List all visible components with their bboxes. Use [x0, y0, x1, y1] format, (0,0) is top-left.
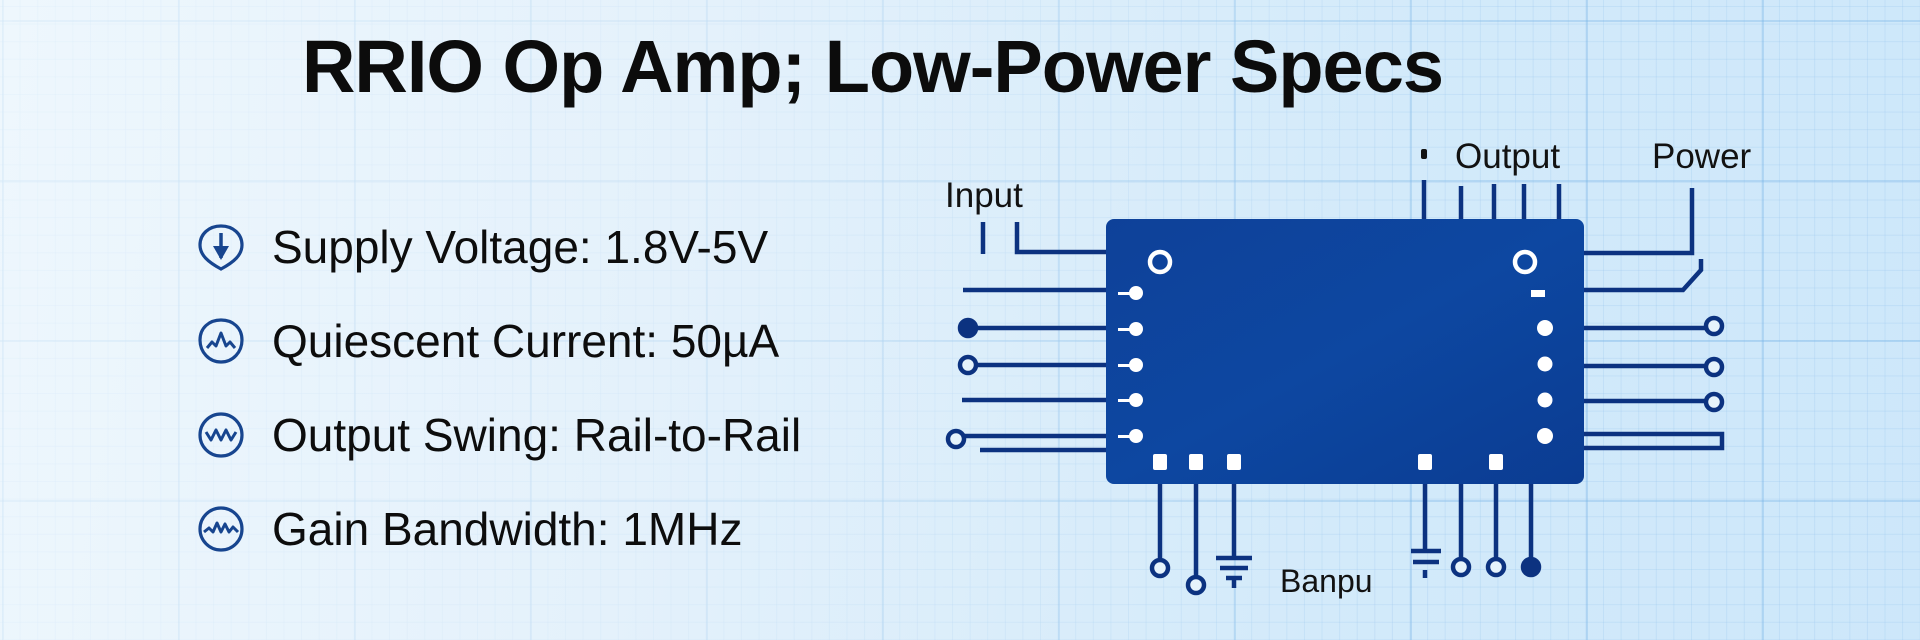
- waveform-circle-icon: [198, 318, 244, 364]
- spec-item-output-swing: Output Swing: Rail-to-Rail: [196, 388, 801, 482]
- page-title: RRIO Op Amp; Low-Power Specs: [301, 25, 1444, 108]
- ground-symbol: [1216, 555, 1252, 588]
- power-trace: [1580, 259, 1704, 293]
- right-pads: [1531, 290, 1553, 444]
- terminal-open: [1703, 356, 1725, 378]
- terminal-open: [957, 354, 979, 376]
- bottom-pads: [1153, 454, 1503, 470]
- terminals: [945, 315, 1725, 596]
- spec-item-supply-voltage: Supply Voltage: 1.8V-5V: [196, 200, 801, 294]
- left-pads: [1118, 286, 1143, 443]
- pin-marker: [1512, 249, 1538, 275]
- terminal-open: [1703, 315, 1725, 337]
- pin1-marker: [1147, 249, 1173, 275]
- power-label: Power: [1652, 137, 1752, 176]
- terminal-open: [1450, 556, 1472, 578]
- spec-label: Quiescent Current: 50µA: [272, 315, 780, 367]
- spec-list: Supply Voltage: 1.8V-5V Quiescent Curren…: [196, 200, 801, 576]
- terminal-filled: [1520, 556, 1542, 578]
- output-marker: [1421, 149, 1427, 159]
- input-trace: [1014, 222, 1110, 255]
- terminal-filled: [957, 317, 979, 339]
- bandwidth-label: Banpu: [1280, 563, 1373, 599]
- spec-label: Output Swing: Rail-to-Rail: [272, 409, 802, 461]
- traces: [962, 180, 1725, 577]
- spec-label: Gain Bandwidth: 1MHz: [272, 503, 743, 555]
- output-label: Output: [1455, 137, 1560, 176]
- terminal-open: [945, 428, 967, 450]
- spec-item-gain-bandwidth: Gain Bandwidth: 1MHz: [196, 482, 801, 576]
- signal-wave-circle-icon: [198, 506, 244, 552]
- arrow-down-circle-icon: [198, 224, 244, 271]
- input-label: Input: [945, 176, 1023, 215]
- right-pin-trace: [1580, 431, 1725, 451]
- terminal-open: [1485, 556, 1507, 578]
- terminal-open: [1703, 391, 1725, 413]
- ground-symbol: [1411, 548, 1441, 578]
- spec-item-quiescent-current: Quiescent Current: 50µA: [196, 294, 801, 388]
- chip-body: [1106, 219, 1584, 484]
- spec-label: Supply Voltage: 1.8V-5V: [272, 221, 769, 273]
- power-trace: [1580, 188, 1695, 256]
- sine-wave-circle-icon: [198, 412, 244, 458]
- terminal-open: [1149, 557, 1171, 579]
- terminal-open: [1185, 574, 1207, 596]
